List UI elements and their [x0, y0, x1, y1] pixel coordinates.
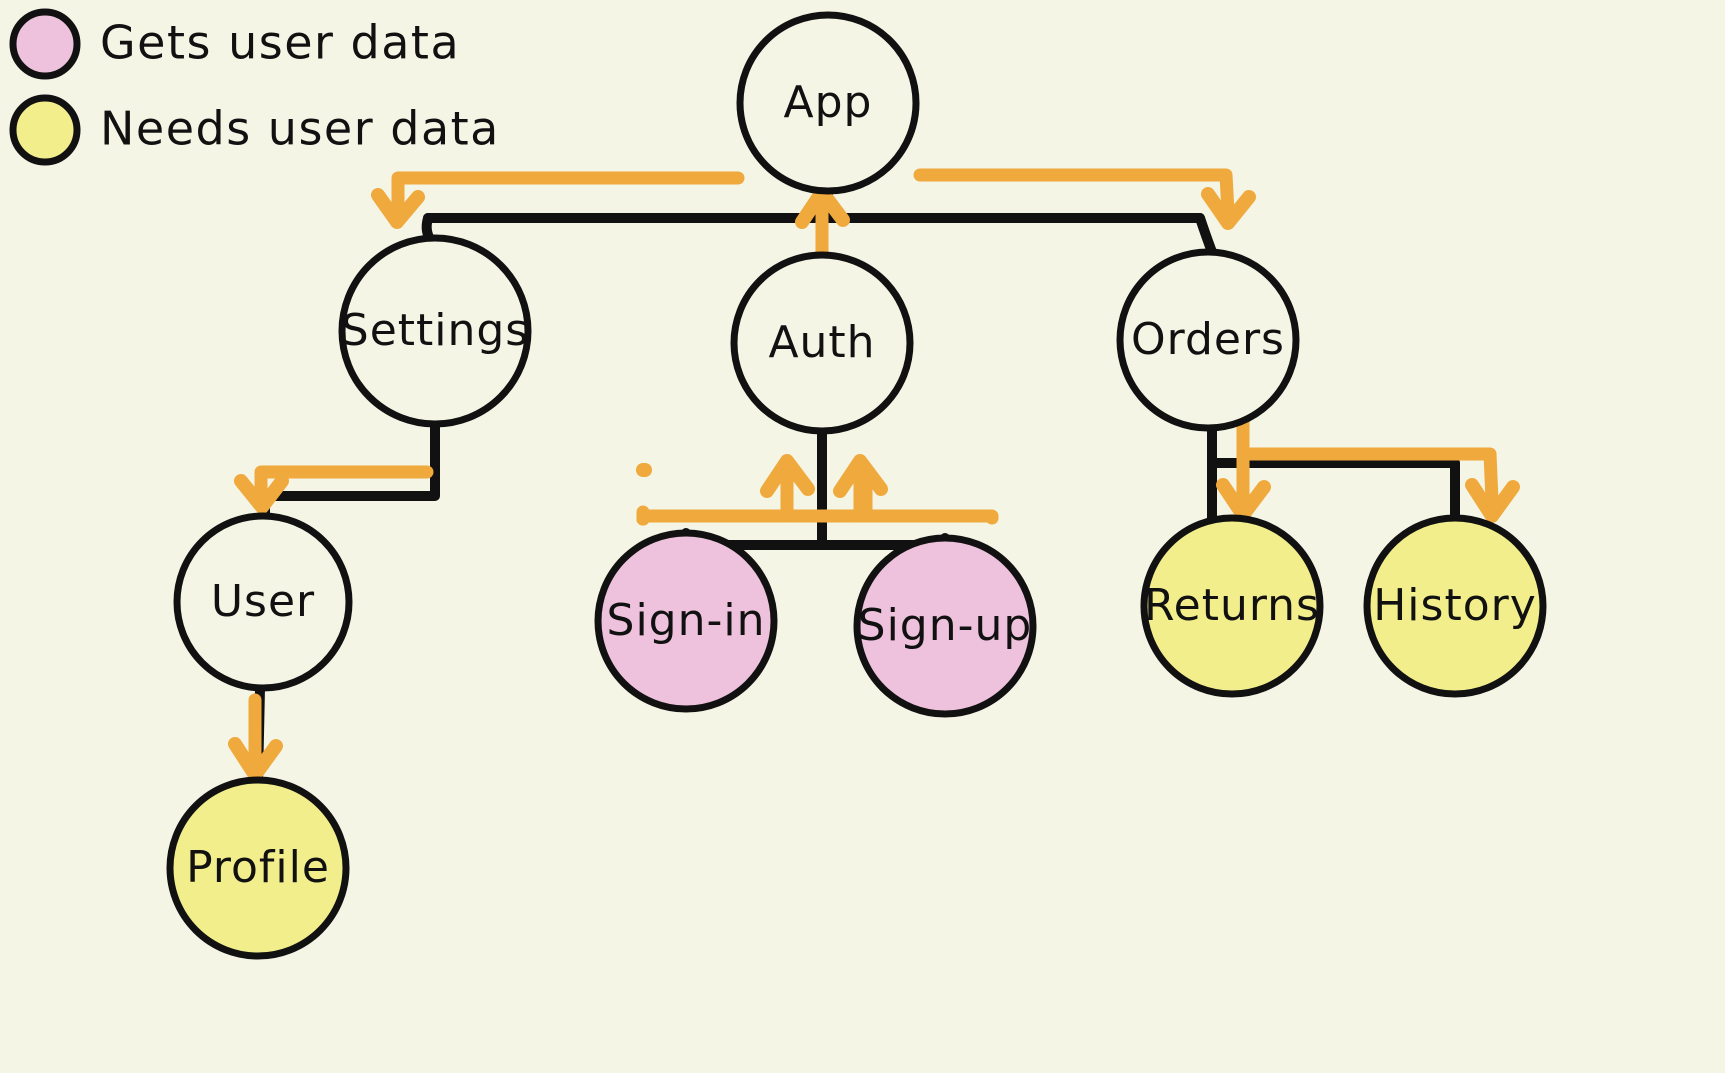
- arrow-app-to-settings-head: [371, 188, 425, 229]
- arrow-settings-to-user-path: [254, 465, 434, 501]
- legend-label-needs: Needs user data: [100, 102, 500, 156]
- legend-item-needs: Needs user data: [9, 94, 500, 166]
- arrow-signup-auth-head: [833, 454, 888, 498]
- node-auth[interactable]: Auth: [730, 251, 914, 435]
- node-signin-label: Sign-in: [607, 595, 766, 646]
- arrow-signin-auth-head: [760, 454, 815, 498]
- node-orders[interactable]: Orders: [1116, 248, 1300, 432]
- arrow-app-to-orders-path: [913, 168, 1235, 219]
- node-orders-label: Orders: [1131, 314, 1285, 365]
- arrow-signin-auth: [636, 461, 794, 525]
- node-profile-label: Profile: [186, 842, 330, 893]
- arrow-app-to-settings-path: [391, 171, 745, 219]
- legend-swatch-gets: [9, 8, 81, 80]
- node-settings-label: Settings: [341, 305, 529, 356]
- data-flow-layer: [228, 168, 1520, 782]
- node-signup-label: Sign-up: [858, 600, 1033, 651]
- node-app-label: App: [784, 77, 873, 128]
- node-signin-circle[interactable]: [594, 529, 778, 713]
- arrow-app-to-orders-head: [1201, 187, 1256, 230]
- arrow-settings-to-user-head: [234, 474, 289, 514]
- arrow-signup-auth: [853, 461, 999, 525]
- arrow-orders-to-history: [1236, 447, 1499, 507]
- legend-label-gets: Gets user data: [100, 16, 460, 70]
- node-user[interactable]: User: [173, 512, 353, 692]
- node-signup[interactable]: Sign-up: [853, 534, 1037, 718]
- node-auth-circle[interactable]: [730, 251, 914, 435]
- node-app[interactable]: App: [736, 11, 920, 195]
- edge-bus-to-orders: [1195, 213, 1217, 257]
- tree-edges-layer: [253, 186, 1460, 786]
- node-profile-circle[interactable]: [166, 776, 350, 960]
- node-app-circle[interactable]: [736, 11, 920, 195]
- node-returns-label: Returns: [1144, 580, 1320, 631]
- arrow-orders-to-history-head: [1465, 478, 1520, 523]
- node-signup-circle[interactable]: [853, 534, 1037, 718]
- node-auth-label: Auth: [768, 317, 875, 368]
- node-settings-circle[interactable]: [338, 234, 532, 428]
- nodes-layer: App Settings Auth Orders User: [166, 11, 1547, 960]
- node-signin[interactable]: Sign-in: [594, 529, 778, 713]
- node-history[interactable]: History: [1363, 514, 1547, 698]
- node-user-circle[interactable]: [173, 512, 353, 692]
- node-user-label: User: [211, 576, 315, 627]
- node-settings[interactable]: Settings: [338, 234, 532, 428]
- node-history-circle[interactable]: [1363, 514, 1547, 698]
- node-returns[interactable]: Returns: [1140, 514, 1324, 698]
- node-profile[interactable]: Profile: [166, 776, 350, 960]
- legend-swatch-needs: [9, 94, 81, 166]
- arrow-orders-to-returns-head: [1216, 478, 1271, 522]
- node-history-label: History: [1373, 580, 1537, 631]
- legend: Gets user data Needs user data: [9, 8, 500, 166]
- node-orders-circle[interactable]: [1116, 248, 1300, 432]
- arrow-user-to-profile-head: [228, 737, 283, 782]
- legend-item-gets: Gets user data: [9, 8, 460, 80]
- node-returns-circle[interactable]: [1140, 514, 1324, 698]
